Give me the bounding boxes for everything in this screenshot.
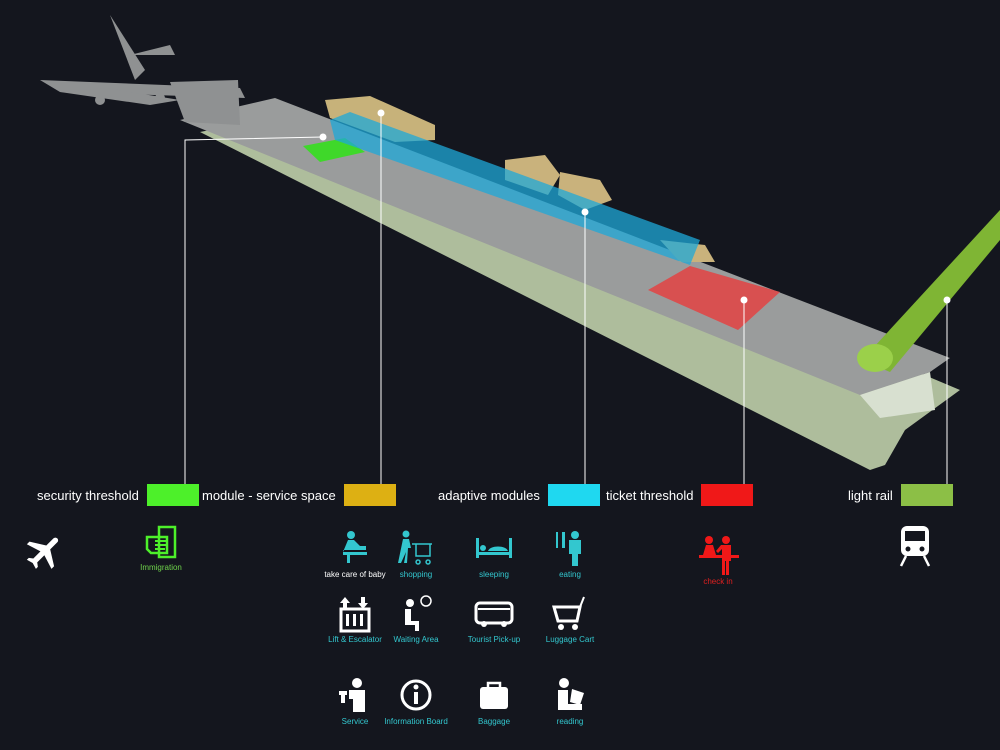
train-icon (870, 522, 960, 568)
service-label: Information Board (384, 717, 448, 726)
service-bed: sleeping (449, 530, 539, 580)
service-reading: reading (525, 677, 615, 727)
baggage-icon (480, 681, 508, 709)
service-info: Information Board (371, 677, 461, 727)
service-bus: Tourist Pick-up (449, 595, 539, 645)
immigration-label: Immigration (140, 563, 182, 572)
service-baggage: Baggage (449, 677, 539, 727)
airplane-icon (0, 530, 90, 574)
bus-icon (474, 601, 514, 627)
leader-lines (184, 113, 948, 484)
security-dot (319, 133, 327, 141)
service-label: Waiting Area (393, 635, 439, 644)
service-waiting: Waiting Area (371, 595, 461, 645)
service-label: reading (556, 717, 584, 726)
service-label: Baggage (477, 717, 511, 726)
ticket-dot (740, 296, 748, 304)
ticket-threshold-zone (648, 266, 780, 330)
service-label: sleeping (479, 570, 509, 579)
info-icon (400, 679, 432, 711)
cart-icon (552, 596, 585, 630)
service-label: eating (559, 570, 581, 579)
legend-ticket: ticket threshold (606, 484, 754, 506)
legend-module: module - service space (202, 484, 396, 506)
module-dot (377, 109, 385, 117)
legend-security: security threshold (37, 484, 199, 506)
airplane-model (40, 15, 245, 125)
platform-top (180, 98, 950, 395)
service-icon (339, 678, 365, 712)
check-in-label: check in (703, 577, 733, 586)
eating-icon (556, 531, 581, 566)
light-rail-tube (862, 210, 1000, 372)
immigration: Immigration (116, 525, 206, 573)
legend-swatch (343, 484, 396, 506)
legend-light-rail: light rail (848, 484, 953, 506)
legend-label: module - service space (202, 487, 336, 503)
check-in-icon (699, 536, 739, 575)
adaptive-dot (581, 208, 589, 216)
adaptive-modules (330, 112, 700, 265)
lift-icon (339, 597, 371, 633)
bed-icon (476, 538, 512, 558)
legend-adaptive: adaptive modules (438, 484, 600, 506)
reading-icon (558, 678, 584, 710)
immigration-icon (145, 525, 177, 559)
baby-care-icon (343, 531, 367, 563)
check-in: check in (673, 535, 763, 587)
legend-swatch (900, 484, 953, 506)
legend-label: security threshold (37, 487, 139, 503)
service-eating: eating (525, 530, 615, 580)
legend-swatch (701, 484, 754, 506)
service-lift: Lift & Escalator (310, 595, 400, 645)
service-baby-care: take care of baby (310, 530, 400, 580)
legend-swatch (146, 484, 199, 506)
service-label: Service (341, 717, 369, 726)
waiting-icon (405, 595, 432, 631)
service-label: Lift & Escalator (328, 635, 382, 644)
service-module (325, 96, 435, 142)
rail-dot (943, 296, 951, 304)
platform-edge (860, 372, 935, 418)
service-cart: Luggage Cart (525, 595, 615, 645)
legend-label: light rail (848, 487, 893, 503)
service-service: Service (310, 677, 400, 727)
legend-label: ticket threshold (606, 487, 694, 503)
light-rail-end (857, 344, 893, 372)
legend-swatch (547, 484, 600, 506)
service-label: take care of baby (324, 570, 386, 579)
legend-label: adaptive modules (438, 487, 540, 503)
service-shopping: shopping (371, 530, 461, 580)
service-label: Tourist Pick-up (467, 635, 521, 644)
shopping-icon (398, 530, 432, 565)
service-label: shopping (399, 570, 433, 579)
service-label: Luggage Cart (545, 635, 595, 644)
